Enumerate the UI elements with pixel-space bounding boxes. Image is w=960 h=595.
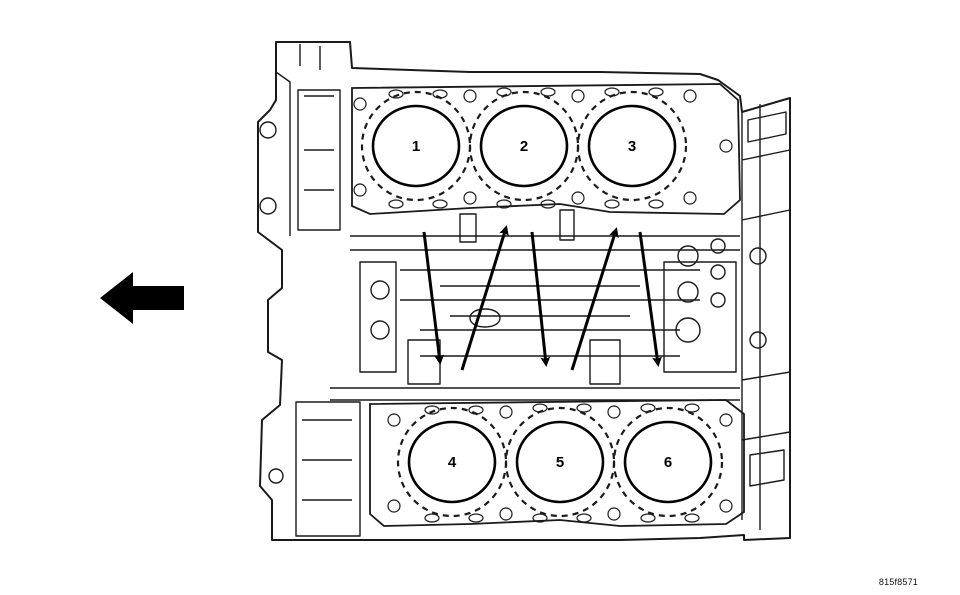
cylinder-bore-5 bbox=[515, 420, 605, 504]
cylinder-bore-3 bbox=[587, 104, 677, 188]
engine-block-outline bbox=[257, 41, 791, 541]
upper-bank-gasket bbox=[351, 83, 741, 215]
sequence-arrow-5-to-3 bbox=[570, 227, 619, 371]
front-direction-arrow-icon bbox=[100, 272, 184, 324]
cylinder-label-2: 2 bbox=[520, 138, 528, 155]
cylinder-bore-4 bbox=[407, 420, 497, 504]
cylinder-label-4: 4 bbox=[448, 454, 457, 471]
cylinder-label-3: 3 bbox=[628, 138, 636, 155]
cylinder-bores bbox=[371, 104, 713, 504]
cylinder-label-6: 6 bbox=[664, 454, 672, 471]
sequence-arrow-4-to-2 bbox=[460, 225, 509, 371]
sequence-arrow-3-to-6 bbox=[638, 231, 663, 367]
cylinder-label-5: 5 bbox=[556, 454, 564, 471]
cylinder-labels: 1 2 3 4 5 6 bbox=[412, 138, 672, 471]
sequence-arrow-2-to-5 bbox=[530, 231, 551, 367]
cylinder-bore-1 bbox=[371, 104, 461, 188]
cylinder-label-1: 1 bbox=[412, 138, 420, 155]
lower-bank-gasket bbox=[369, 399, 745, 527]
cylinder-bore-2 bbox=[479, 104, 569, 188]
figure-id: 815f8571 bbox=[878, 577, 918, 587]
sequence-arrows bbox=[422, 225, 663, 371]
sequence-arrow-1-to-4 bbox=[422, 231, 445, 365]
cylinder-bore-6 bbox=[623, 420, 713, 504]
